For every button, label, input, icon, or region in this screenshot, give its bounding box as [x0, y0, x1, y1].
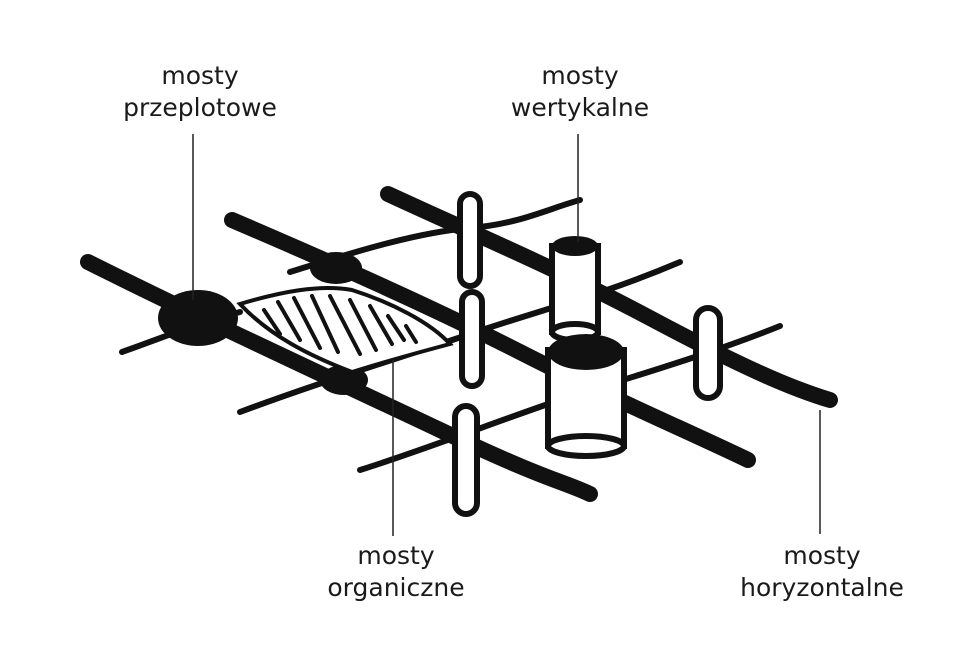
organic-bridge [236, 286, 454, 375]
label-mosty-horyzontalne: mosty horyzontalne [722, 540, 922, 604]
weave-node-1 [158, 290, 238, 346]
label-przeplotowe-line2: przeplotowe [123, 93, 277, 122]
staple-3 [452, 403, 480, 517]
label-organiczne-line2: organiczne [327, 573, 465, 602]
leader-lines [192, 134, 821, 536]
label-wertykalne-line2: wertykalne [510, 93, 650, 122]
label-mosty-organiczne: mosty organiczne [296, 540, 496, 604]
staple-1 [457, 191, 483, 289]
vertical-bridges [545, 236, 627, 459]
label-mosty-przeplotowe: mosty przeplotowe [100, 60, 300, 124]
horizontal-bridges [452, 191, 723, 517]
cylinder-1 [549, 236, 601, 343]
organic-hatching [262, 294, 418, 356]
label-horyzontalne-line2: horyzontalne [740, 573, 904, 602]
label-horyzontalne-line1: mosty [783, 541, 861, 570]
organic-sheet [236, 286, 454, 375]
cylinder-2 [545, 334, 627, 459]
staple-2 [459, 289, 485, 389]
label-wertykalne-line1: mosty [541, 61, 619, 90]
label-przeplotowe-line1: mosty [161, 61, 239, 90]
weave-node-2 [310, 252, 362, 284]
label-organiczne-line1: mosty [357, 541, 435, 570]
label-mosty-wertykalne: mosty wertykalne [480, 60, 680, 124]
staple-4 [693, 305, 723, 401]
